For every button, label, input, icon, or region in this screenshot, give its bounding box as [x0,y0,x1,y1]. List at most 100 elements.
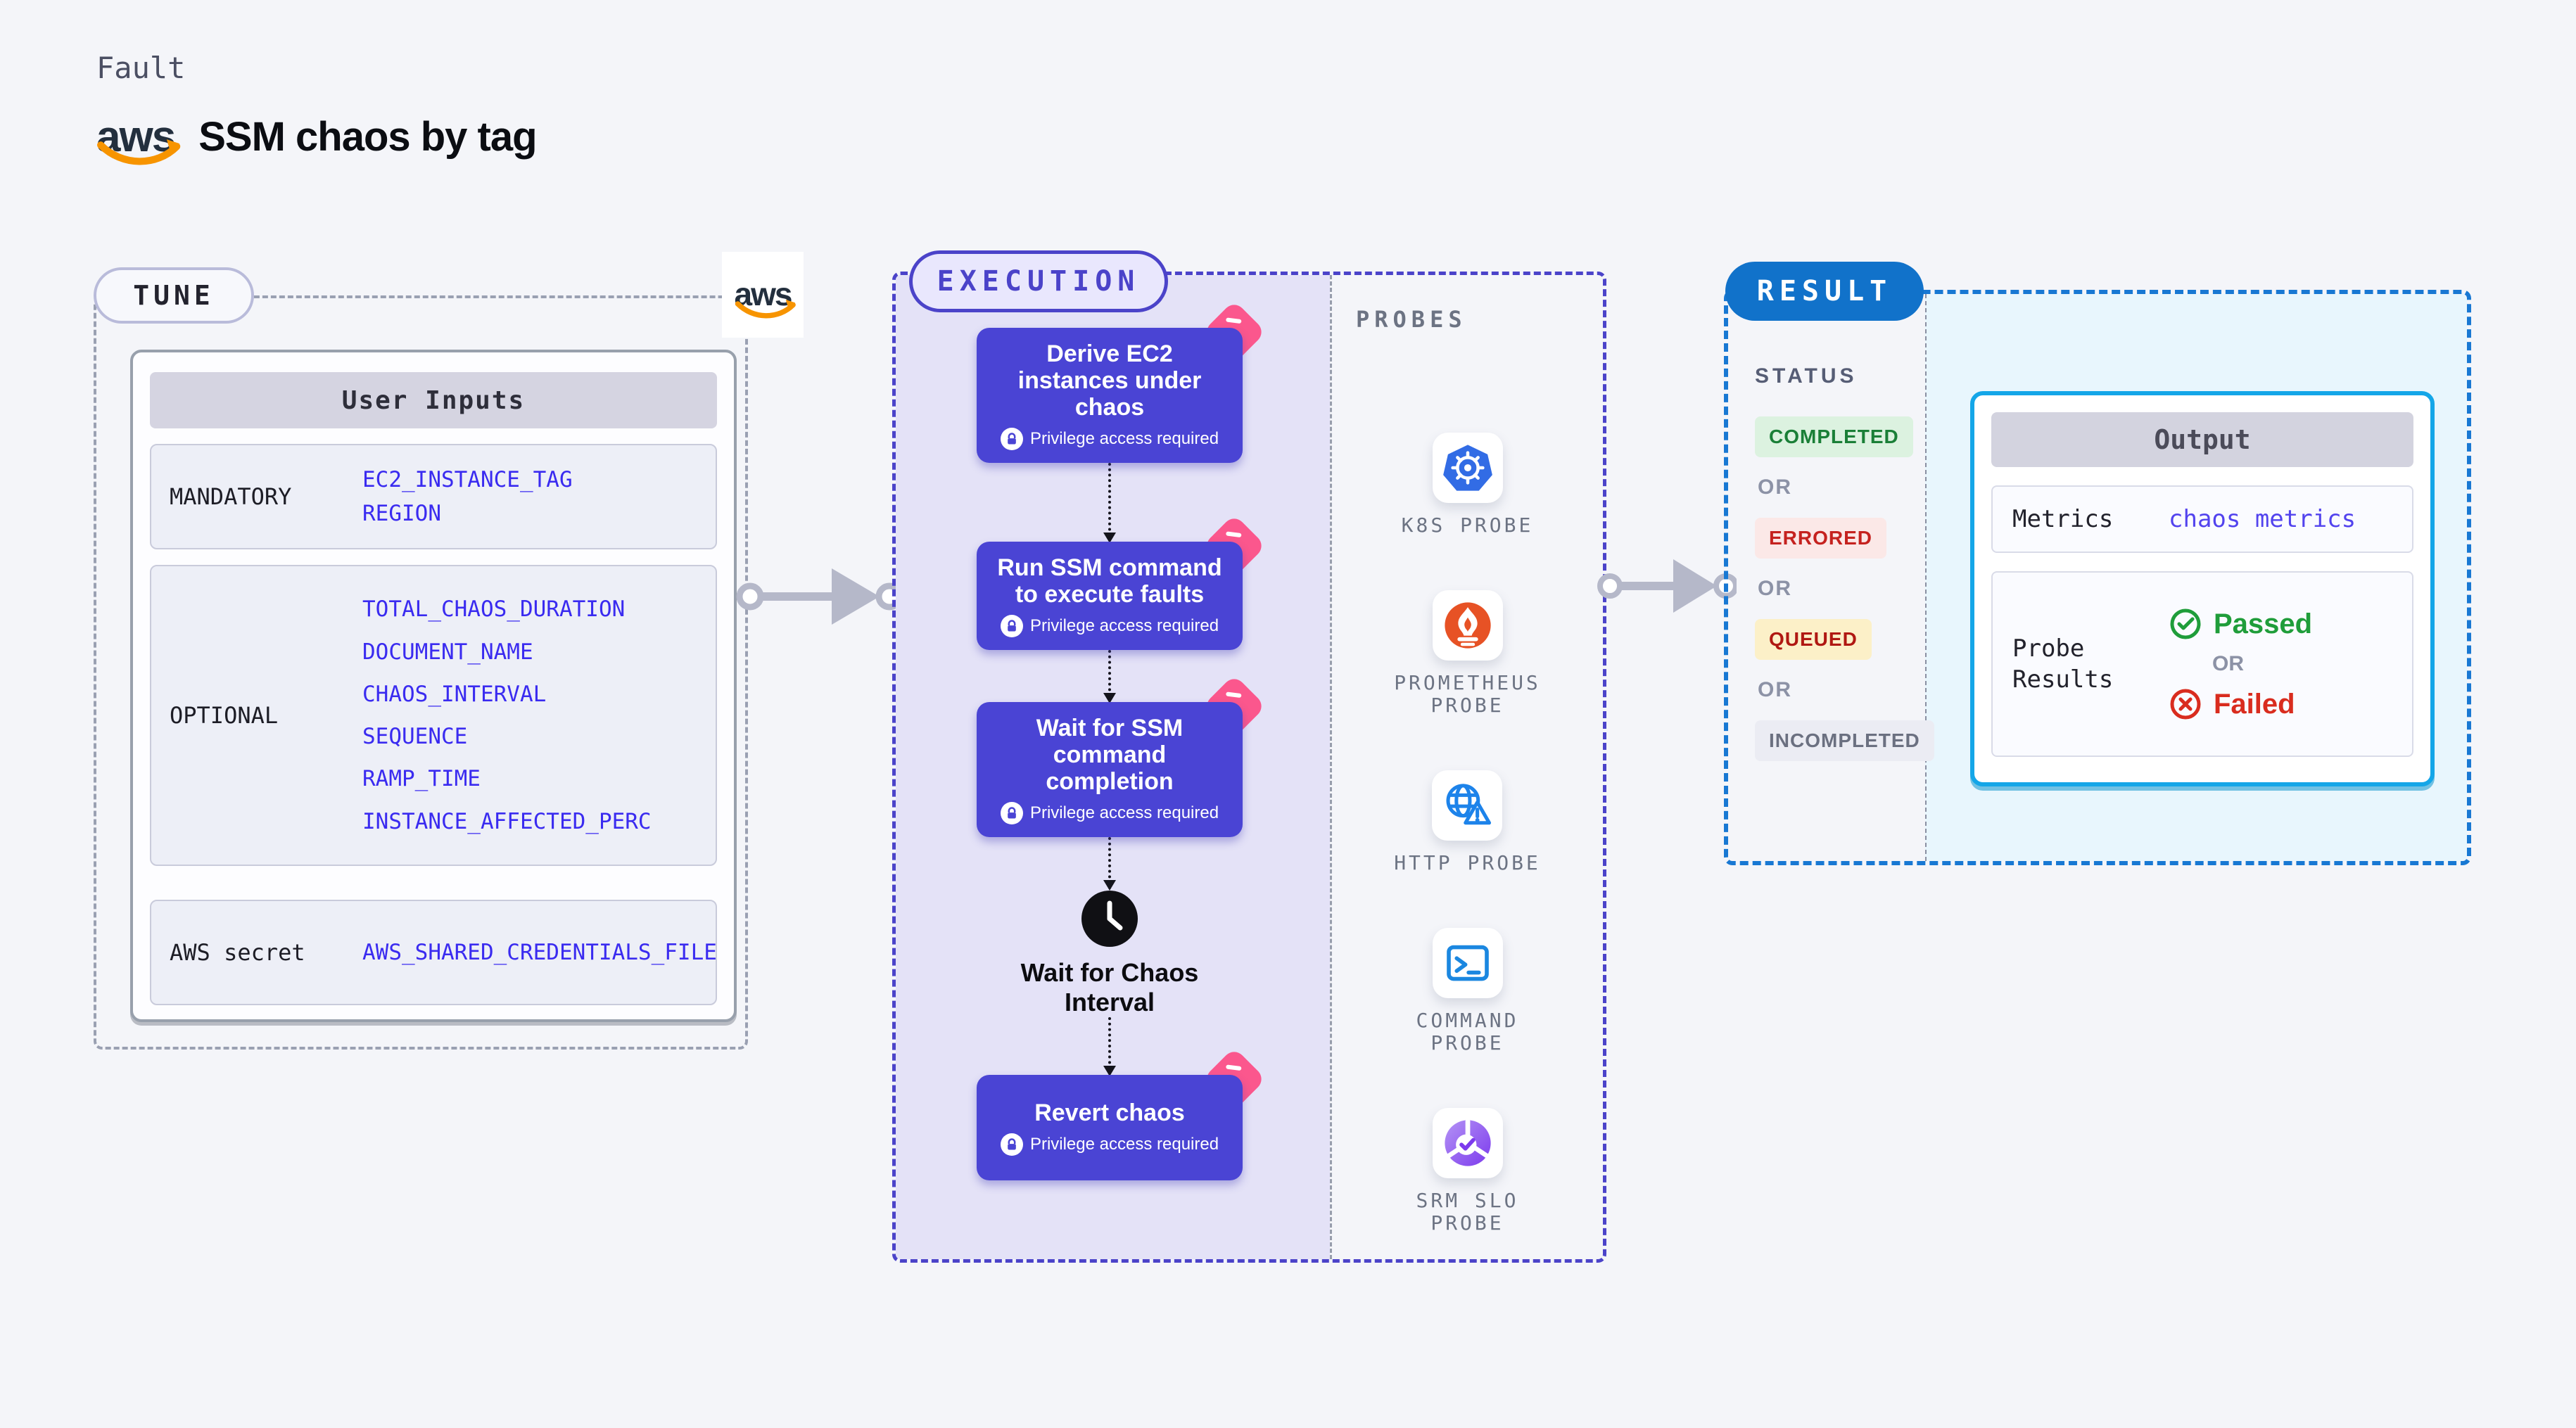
aws-logo: aws [96,115,181,165]
output-card: Output Metrics chaos metrics Probe Resul… [1970,391,2435,786]
probes-heading: PROBES [1356,306,1467,333]
aws-swoosh-icon [735,300,796,319]
probe-item: PROMETHEUS PROBE [1380,590,1556,717]
probe-item: HTTP PROBE [1394,770,1541,874]
page-header: Fault aws SSM chaos by tag [96,51,538,165]
command-probe-card [1432,928,1503,998]
k8s-icon [1442,445,1492,491]
privilege-note: Privilege access required [1000,615,1219,637]
status-or-separator: OR [1758,476,1792,499]
tune-pill: TUNE [94,267,254,324]
lock-icon [1000,1133,1023,1156]
execution-pill: EXECUTION [909,250,1168,312]
probe-label: PROMETHEUS PROBE [1394,671,1541,717]
arrow-tune-to-execution [736,568,901,625]
flow-block-title: Run SSM command to execute faults [997,554,1222,608]
result-pill: RESULT [1725,262,1924,321]
input-param: INSTANCE_AFFECTED_PERC [362,808,652,834]
input-param: AWS_SHARED_CREDENTIALS_FILE [362,939,717,965]
status-badge: COMPLETED [1755,416,1913,457]
input-param: TOTAL_CHAOS_DURATION [362,597,626,623]
wait-step: Wait for Chaos Interval [1004,889,1215,1017]
probe-label: SRM SLO PROBE [1416,1189,1519,1235]
wait-step-title: Wait for Chaos Interval [1020,958,1199,1016]
k8s-probe-card [1432,433,1503,503]
user-inputs-title: User Inputs [150,372,717,428]
page-title: SSM chaos by tag [198,114,537,160]
http-icon [1446,784,1492,825]
privilege-note-text: Privilege access required [1029,803,1219,822]
user-inputs-row: OPTIONAL TOTAL_CHAOS_DURATION DOCUMENT_NAM… [150,565,717,866]
fault-eyebrow: Fault [96,51,186,85]
clock-icon [1081,891,1138,947]
status-badge: QUEUED [1755,619,1872,660]
input-param: RAMP_TIME [362,766,481,792]
privilege-note: Privilege access required [1000,428,1219,450]
execution-probes-divider [1330,275,1332,1259]
privilege-note: Privilege access required [1000,1133,1219,1156]
flow-block-title: Wait for SSM command completion [1036,715,1184,795]
privilege-note: Privilege access required [1000,802,1219,824]
row-label: OPTIONAL [170,702,279,729]
lock-icon [1000,802,1023,824]
status-badge: INCOMPLETED [1755,720,1934,761]
output-title: Output [1991,412,2413,467]
metrics-value: chaos metrics [2169,505,2356,533]
failed-cross-icon [2170,689,2201,720]
probe-results-or: OR [2212,652,2244,675]
prometheus-icon [1444,602,1491,649]
privilege-note-text: Privilege access required [1029,1135,1219,1154]
probes-column: PROBES K8S PROBE PROMETHEUS PROBE HTTP P… [1332,275,1603,1259]
prometheus-probe-card [1432,590,1503,661]
input-param: SEQUENCE [362,724,468,750]
lock-icon [1000,615,1023,637]
row-label: AWS secret [170,939,305,966]
flow-connector-arrow [1103,1017,1116,1076]
status-or-separator: OR [1758,577,1792,600]
privilege-note-text: Privilege access required [1029,429,1219,448]
probe-item: K8S PROBE [1402,433,1534,537]
probe-label: HTTP PROBE [1394,851,1541,874]
user-inputs-row: AWS secret AWS_SHARED_CREDENTIALS_FILE [150,900,717,1005]
lock-icon [1000,428,1023,450]
input-param: DOCUMENT_NAME [362,639,533,665]
passed-label: Passed [2214,608,2313,639]
probe-results-row: Probe Results Passed OR Failed [1991,571,2413,757]
flow-block-title: Revert chaos [1034,1099,1185,1126]
tune-panel [94,295,748,1050]
flow-connector-arrow [1103,837,1116,891]
input-param: EC2_INSTANCE_TAG [362,466,573,492]
result-divider [1925,294,1927,861]
flow-block-title: Derive EC2 instances under chaos [1017,340,1202,421]
probe-item: COMMAND PROBE [1380,928,1556,1054]
status-badge: ERRORED [1755,518,1887,559]
passed-check-icon [2170,608,2201,639]
srm-slo-probe-card [1432,1108,1503,1178]
metrics-label: Metrics [2012,505,2114,533]
probe-results-label: Probe Results [2012,635,2114,694]
probe-item: SRM SLO PROBE [1380,1108,1556,1235]
input-param: CHAOS_INTERVAL [362,681,547,707]
failed-label: Failed [2214,688,2295,720]
aws-corner-logo: aws [722,252,804,338]
input-param: REGION [362,500,441,526]
probe-label: COMMAND PROBE [1416,1009,1519,1054]
srm-slo-icon [1444,1118,1491,1166]
arrow-execution-to-result [1597,559,1737,613]
probe-label: K8S PROBE [1401,514,1534,537]
http-probe-card [1432,770,1503,841]
command-icon [1446,945,1489,981]
flow-connector-arrow [1103,650,1116,703]
